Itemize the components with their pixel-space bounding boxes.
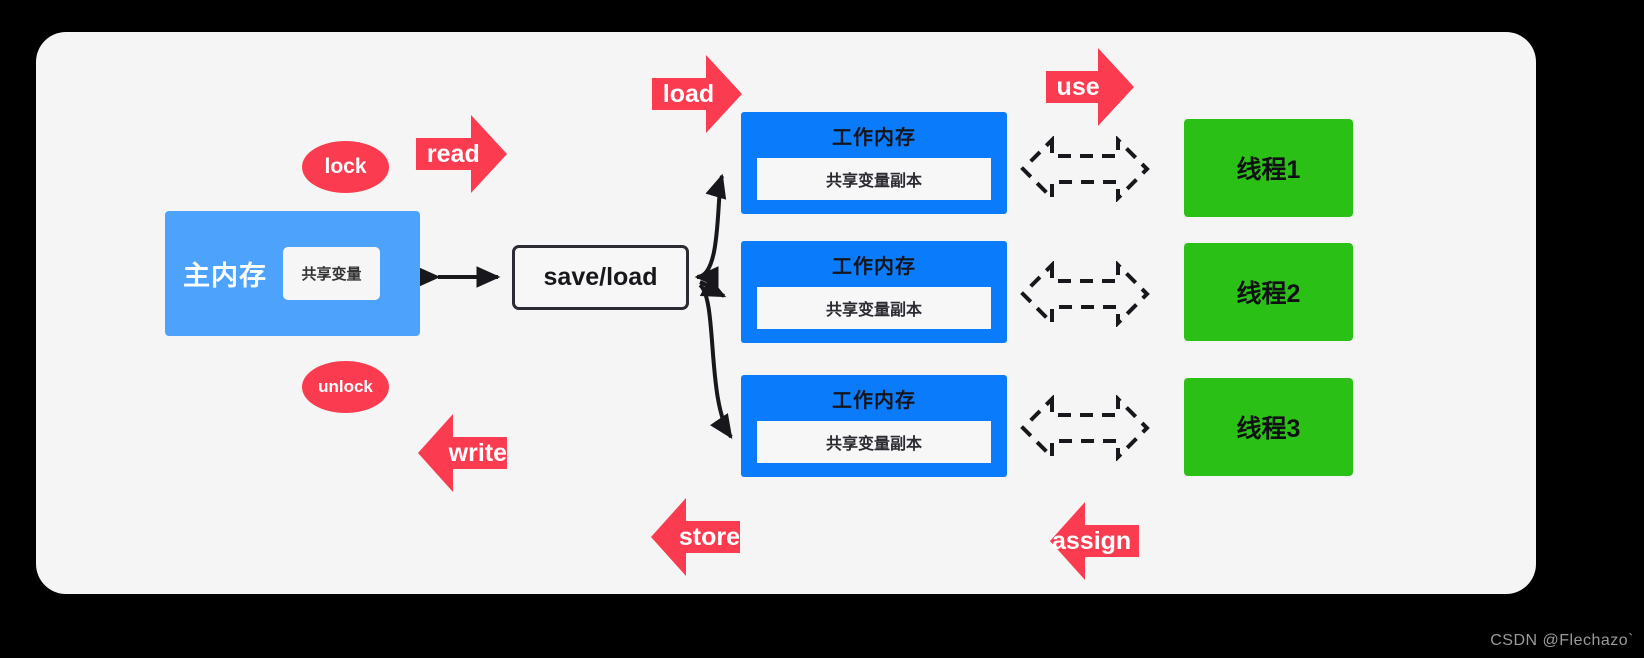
thread-box-1: 线程1 <box>1184 119 1353 217</box>
working-memory-box-1: 工作内存 共享变量副本 <box>741 112 1007 214</box>
operation-arrow-use: use <box>1046 48 1134 126</box>
watermark-text: CSDN @Flechazo` <box>1490 632 1634 649</box>
operation-arrow-store: store <box>651 498 740 576</box>
shared-variable-chip: 共享变量 <box>283 247 380 300</box>
main-memory-title: 主内存 <box>183 261 267 291</box>
operation-arrow-read: read <box>416 115 507 193</box>
working-memory-title: 工作内存 <box>832 390 916 412</box>
shared-variable-copy: 共享变量副本 <box>757 287 991 329</box>
dashed-double-arrow-icon-3 <box>1019 394 1151 466</box>
operation-arrow-load: load <box>652 55 742 133</box>
operation-arrow-assign: assign <box>1050 502 1139 580</box>
working-memory-box-2: 工作内存 共享变量副本 <box>741 241 1007 343</box>
working-memory-title: 工作内存 <box>832 127 916 149</box>
unlock-badge: unlock <box>302 361 389 413</box>
lock-badge: lock <box>302 141 389 193</box>
main-memory-box: 主内存 共享变量 <box>165 211 420 336</box>
working-memory-title: 工作内存 <box>832 256 916 278</box>
working-memory-box-3: 工作内存 共享变量副本 <box>741 375 1007 477</box>
shared-variable-copy: 共享变量副本 <box>757 158 991 200</box>
dashed-double-arrow-icon-1 <box>1019 135 1151 207</box>
dashed-double-arrow-icon-2 <box>1019 260 1151 332</box>
save-load-box: save/load <box>512 245 689 310</box>
thread-box-2: 线程2 <box>1184 243 1353 341</box>
shared-variable-copy: 共享变量副本 <box>757 421 991 463</box>
operation-arrow-write: write <box>418 414 507 492</box>
thread-box-3: 线程3 <box>1184 378 1353 476</box>
